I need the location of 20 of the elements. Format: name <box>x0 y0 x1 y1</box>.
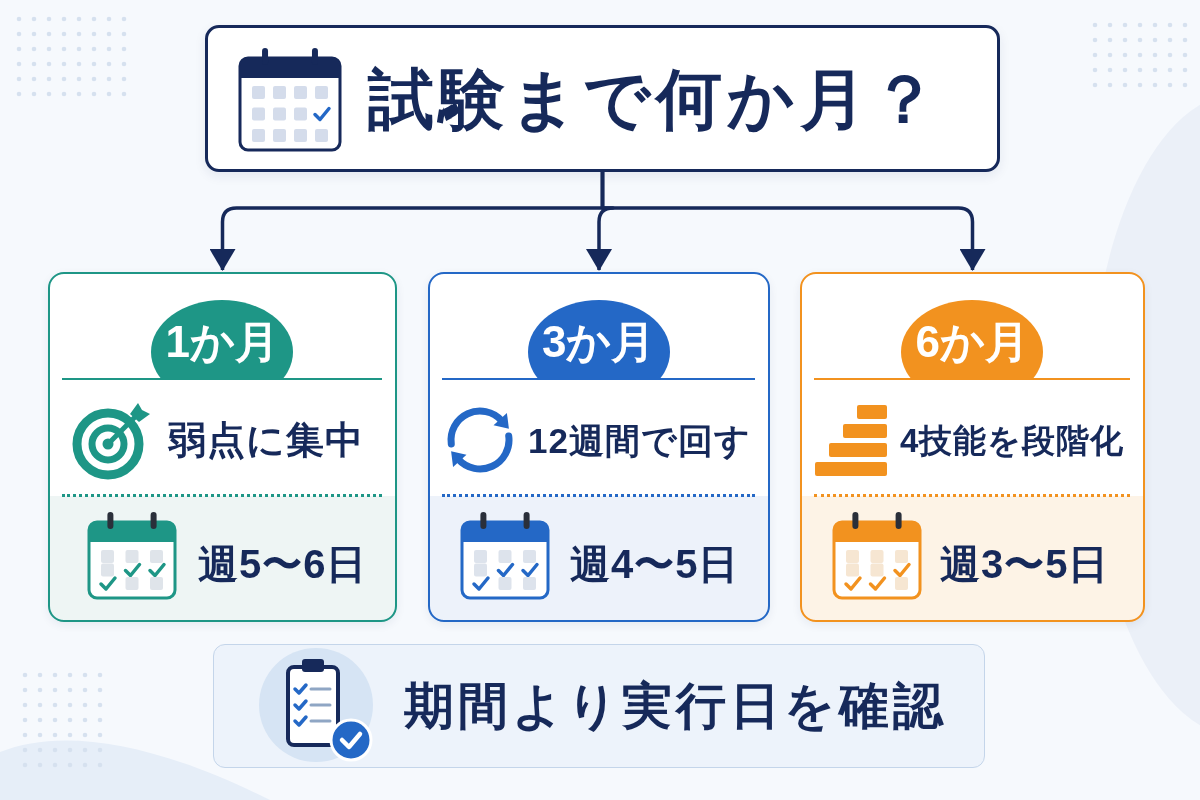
weekly-days-text: 週3〜5日 <box>940 541 1110 588</box>
weekly-days-text: 週5〜6日 <box>198 541 368 588</box>
plan-card <box>800 272 1145 622</box>
plan-card <box>48 272 397 622</box>
advice-text: 期間より実行日を確認 <box>404 677 947 736</box>
arrow <box>600 172 986 271</box>
plan-text: 4技能を段階化 <box>900 421 1125 461</box>
question-box <box>205 25 1000 172</box>
month-label: 3か月 <box>542 315 656 368</box>
weekly-days-text: 週4〜5日 <box>570 541 740 588</box>
month-badge <box>901 300 1043 378</box>
summary-box <box>213 644 985 768</box>
plan-text: 弱点に集中 <box>168 418 364 464</box>
month-label: 1か月 <box>165 315 279 368</box>
question-heading: 試験まで何か月？ <box>368 61 942 139</box>
plan-text: 12週間で回す <box>528 420 751 462</box>
month-label: 6か月 <box>915 315 1029 368</box>
month-badge <box>151 300 293 378</box>
month-badge <box>527 300 670 378</box>
plan-card <box>428 272 770 622</box>
